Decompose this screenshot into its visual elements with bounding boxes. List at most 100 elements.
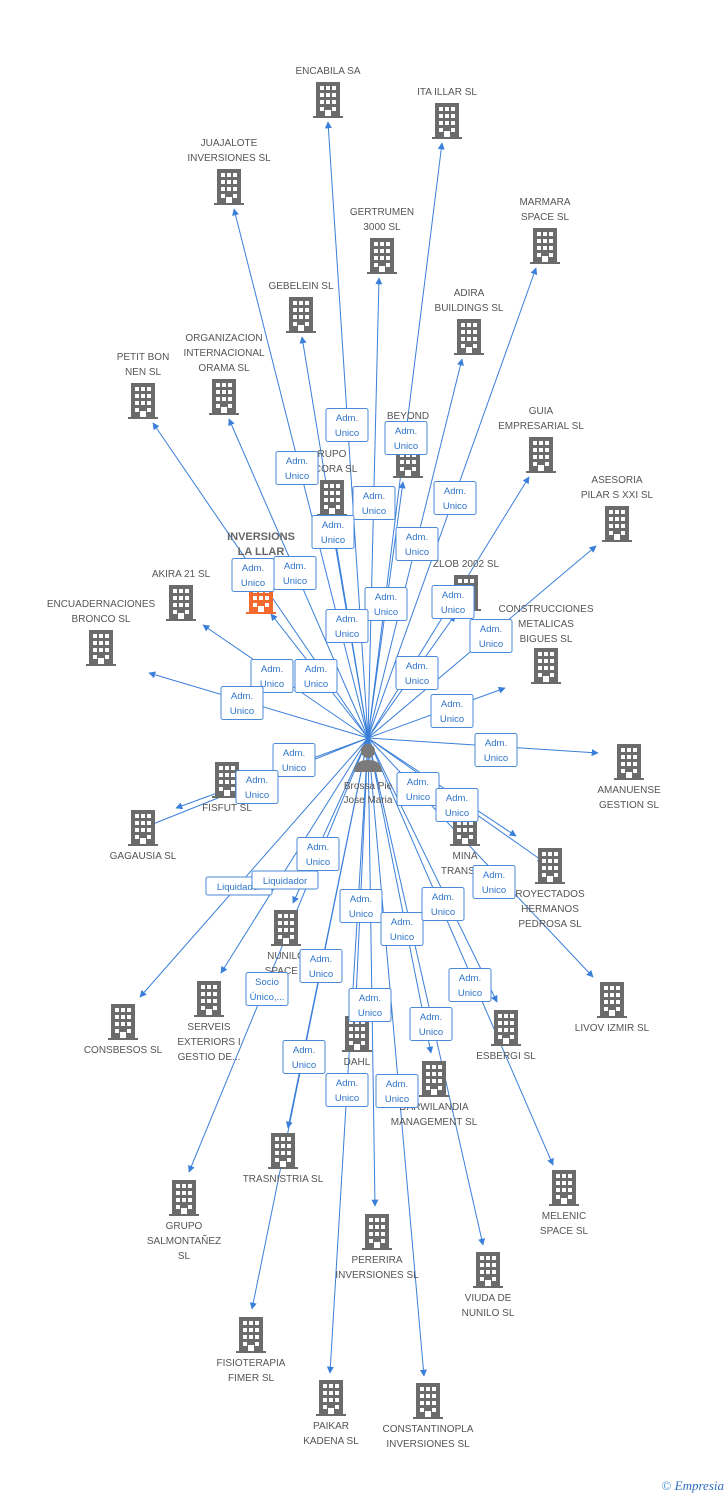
role-badge[interactable]: Adm.Unico [325, 408, 369, 442]
role-badge[interactable]: Adm.Unico [430, 694, 474, 728]
company-node[interactable]: ITA ILLAR SL [417, 87, 477, 139]
role-badge[interactable]: Adm.Unico [231, 558, 275, 592]
role-text: Adm. [283, 748, 305, 759]
role-text: Adm. [242, 563, 264, 574]
role-badge[interactable]: Adm.Unico [409, 1007, 453, 1041]
role-badge[interactable]: Adm.Unico [282, 1040, 326, 1074]
role-badge[interactable]: Adm.Unico [235, 770, 279, 804]
role-text: Unico [374, 607, 398, 618]
role-badge[interactable]: SocioÚnico,... [245, 972, 289, 1006]
role-text: Socio [255, 977, 279, 988]
role-badge[interactable]: Adm.Unico [325, 609, 369, 643]
building-icon [214, 169, 244, 205]
role-text: Adm. [406, 532, 428, 543]
company-label: INVERSIONES SL [335, 1270, 419, 1281]
company-node[interactable]: DAHLM [342, 1016, 372, 1083]
company-label: FIMER SL [228, 1373, 275, 1384]
company-node[interactable]: GEBELEIN SL [268, 281, 334, 333]
role-badge[interactable]: Adm.Unico [339, 889, 383, 923]
role-badge[interactable]: Adm.Unico [273, 556, 317, 590]
role-text: Unico [440, 714, 464, 725]
role-badge[interactable]: Adm.Unico [472, 865, 516, 899]
company-node[interactable]: ENCABILA SA [295, 66, 361, 118]
role-badge[interactable]: Adm.Unico [395, 656, 439, 690]
person-name-line-2: Jose Maria [344, 795, 393, 806]
role-badge[interactable]: Adm.Unico [220, 686, 264, 720]
role-text: Unico [260, 679, 284, 690]
role-badge[interactable]: Adm.Unico [250, 659, 294, 693]
role-badge[interactable]: Adm.Unico [375, 1074, 419, 1108]
company-label: TRASNISTRIA SL [243, 1174, 324, 1185]
company-label: NUNILO SL [462, 1308, 515, 1319]
company-label: GRUPO [166, 1221, 203, 1232]
role-badge[interactable]: Adm.Unico [325, 1073, 369, 1107]
role-text: Liquidador [263, 876, 307, 887]
role-badge[interactable]: Adm.Unico [469, 619, 513, 653]
company-node[interactable]: GAGAUSIA SL [110, 810, 177, 862]
role-badge[interactable]: Adm.Unico [364, 587, 408, 621]
company-label: BIGUES SL [520, 634, 573, 645]
role-badge[interactable]: Adm.Unico [299, 949, 343, 983]
building-icon [413, 1383, 443, 1419]
role-badge[interactable]: Adm.Unico [348, 988, 392, 1022]
company-node[interactable]: TRASNISTRIA SL [243, 1133, 324, 1185]
company-label: SPACE SL [540, 1226, 589, 1237]
role-badge[interactable]: Adm.Unico [384, 421, 428, 455]
company-node[interactable]: ZLOB 2002 SL [433, 559, 500, 611]
company-node[interactable]: ESBERGI SL [476, 1010, 536, 1062]
role-badge[interactable]: Adm.Unico [275, 451, 319, 485]
role-badge[interactable]: Adm.Unico [421, 887, 465, 921]
role-badge[interactable]: Adm.Unico [272, 743, 316, 777]
company-node[interactable]: CONSBESOS SL [84, 1004, 163, 1056]
role-badge[interactable]: Adm.Unico [296, 837, 340, 871]
role-badge[interactable]: Adm.Unico [474, 733, 518, 767]
building-icon [491, 1010, 521, 1046]
role-badge[interactable]: Adm.Unico [380, 912, 424, 946]
company-node[interactable]: LIVOV IZMIR SL [575, 982, 650, 1034]
role-badge[interactable]: Adm.Unico [352, 486, 396, 520]
company-label: BEYOND [387, 411, 429, 422]
role-text: Adm. [336, 413, 358, 424]
company-node[interactable]: FISFUT SL [202, 762, 252, 814]
company-label: MARMARA [519, 197, 570, 208]
company-label: INVERSIONES SL [187, 153, 271, 164]
building-icon [602, 506, 632, 542]
company-label: FISFUT SL [202, 803, 252, 814]
role-badge[interactable]: Adm.Unico [435, 788, 479, 822]
role-badge[interactable]: Adm.Unico [395, 527, 439, 561]
role-badge[interactable]: Adm.Unico [396, 772, 440, 806]
role-badge[interactable]: Adm.Unico [311, 515, 355, 549]
role-badge[interactable]: Liquidador [251, 870, 319, 890]
center-person-node[interactable]: Brossa Pie Jose Maria [344, 744, 393, 806]
company-node[interactable]: AKIRA 21 SL [152, 569, 211, 621]
role-badge[interactable]: Adm.Unico [294, 659, 338, 693]
role-badge[interactable]: Adm.Unico [433, 481, 477, 515]
role-badge[interactable]: Adm.Unico [431, 585, 475, 619]
role-text: Unico [285, 471, 309, 482]
role-badge[interactable]: Adm.Unico [448, 968, 492, 1002]
